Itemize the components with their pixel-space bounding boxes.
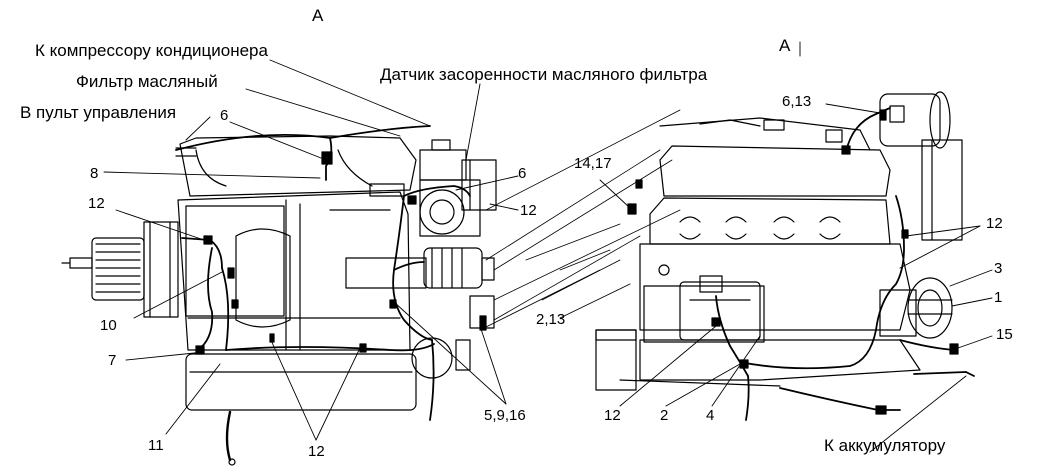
callout-12-lower-right: 12 [604, 407, 621, 424]
callout-2: 2 [660, 407, 669, 424]
caption-filter-clog-sensor: Датчик засоренности масляного фильтра [380, 65, 708, 84]
generator [879, 91, 963, 241]
callout-4: 4 [706, 407, 715, 424]
front-pulley [61, 221, 179, 318]
left-engine-view [61, 125, 497, 466]
callout-12-bottom: 12 [308, 443, 325, 460]
callout-12-mid: 12 [520, 202, 537, 219]
callout-8: 8 [90, 165, 99, 182]
right-engine-view [595, 91, 975, 421]
view-label-a-right: А [779, 36, 791, 55]
starter [679, 275, 761, 341]
callout-12-left-top: 12 [88, 195, 105, 212]
left-harness [175, 125, 471, 421]
callout-6-13: 6,13 [782, 93, 812, 110]
callout-7: 7 [108, 352, 117, 369]
caption-battery: К аккумулятору [824, 436, 946, 455]
callout-14-17: 14,17 [574, 155, 612, 172]
projection-lines [479, 109, 681, 331]
valve-covers [649, 117, 891, 245]
callout-3: 3 [994, 260, 1003, 277]
callout-2-13: 2,13 [536, 311, 566, 328]
leader-lines [103, 41, 993, 453]
callout-11: 11 [148, 437, 164, 454]
caption-oil-filter: Фильтр масляный [76, 72, 218, 91]
right-pulley [907, 277, 953, 339]
callout-6-left: 6 [220, 107, 229, 124]
callout-6-mid: 6 [518, 165, 527, 182]
oil-sump [185, 337, 471, 466]
callout-10: 10 [100, 317, 117, 334]
filter-sensor-body [423, 247, 495, 329]
callout-12-right: 12 [986, 215, 1003, 232]
view-label-a-left: А [312, 6, 324, 25]
callout-5-9-16: 5,9,16 [484, 407, 526, 424]
right-harness [715, 107, 975, 421]
callout-15: 15 [996, 326, 1013, 343]
right-block [595, 243, 921, 391]
top-duct [175, 135, 417, 197]
engine-block [177, 191, 427, 351]
caption-compressor: К компрессору кондиционера [35, 41, 268, 60]
callout-1: 1 [994, 289, 1003, 306]
caption-control-panel: В пульт управления [20, 103, 177, 122]
oil-filter-housing [419, 139, 497, 237]
